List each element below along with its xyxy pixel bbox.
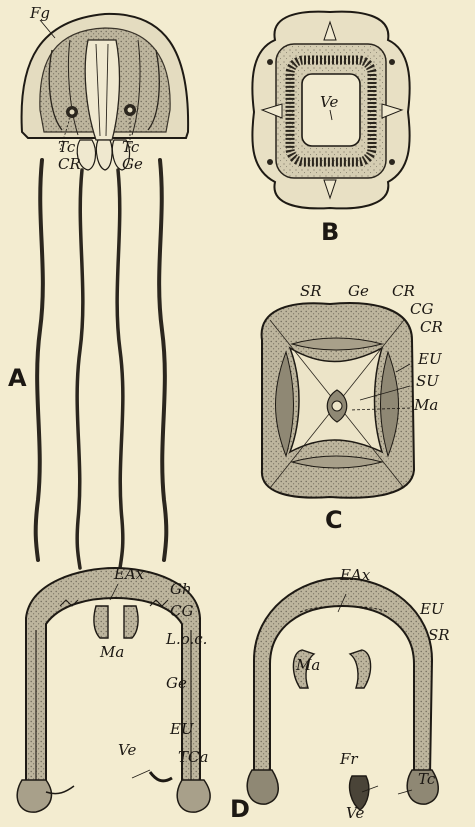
label-c-cr-side: CR bbox=[420, 320, 443, 335]
figure-letter-c: C bbox=[325, 508, 343, 532]
label-dl-loc: L.o.c. bbox=[166, 632, 207, 647]
label-a-fg: Fg bbox=[30, 6, 50, 21]
label-b-ve: Ve bbox=[320, 95, 338, 110]
tentacle-4 bbox=[159, 160, 166, 560]
label-c-ma: Ma bbox=[414, 398, 438, 413]
tentacle-3 bbox=[117, 170, 123, 568]
label-c-su: SU bbox=[416, 374, 439, 389]
label-a-tc-right: Tc bbox=[122, 140, 139, 155]
label-dl-ve: Ve bbox=[118, 743, 136, 758]
left-tentacle-base-r bbox=[177, 780, 210, 812]
figure-letter-d: D bbox=[230, 797, 250, 821]
label-a-cr: CR bbox=[58, 157, 81, 172]
label-a-ge: Ge bbox=[122, 157, 143, 172]
label-dr-ma: Ma bbox=[296, 658, 320, 673]
left-velum bbox=[150, 772, 172, 781]
label-dr-tc: Tc bbox=[418, 772, 435, 787]
figure-c-section bbox=[262, 303, 414, 498]
label-c-eu: EU bbox=[418, 352, 442, 367]
label-dl-ge: Ge bbox=[166, 676, 187, 691]
label-c-ge: Ge bbox=[348, 284, 369, 299]
figure-d-right-section bbox=[247, 578, 438, 810]
label-dl-ma: Ma bbox=[100, 645, 124, 660]
label-c-cg: CG bbox=[410, 302, 433, 317]
tentacle-2 bbox=[77, 170, 83, 568]
right-tentacle-base-l bbox=[247, 770, 278, 804]
label-dr-eu: EU bbox=[420, 602, 444, 617]
label-dr-fr: Fr bbox=[340, 752, 358, 767]
label-dr-ve: Ve bbox=[346, 806, 364, 821]
label-dr-sr: SR bbox=[428, 628, 450, 643]
tentacle-1 bbox=[36, 160, 43, 560]
left-tentacle-base-l bbox=[17, 780, 51, 812]
label-c-sr: SR bbox=[300, 284, 322, 299]
label-dl-eu: EU bbox=[170, 722, 194, 737]
figure-letter-b: B bbox=[321, 220, 339, 244]
label-dl-cg: CG bbox=[170, 604, 193, 619]
label-dr-eax: EAx bbox=[340, 568, 370, 583]
label-dl-tca: TCa bbox=[178, 750, 208, 765]
right-bell-wall bbox=[254, 578, 432, 775]
label-c-cr-top: CR bbox=[392, 284, 415, 299]
figure-letter-a: A bbox=[8, 366, 27, 390]
label-dl-eax: EAx bbox=[114, 567, 144, 582]
figure-a-medusa bbox=[22, 14, 189, 568]
label-a-tc-left: Tc bbox=[58, 140, 75, 155]
label-dl-gh: Gh bbox=[170, 582, 192, 597]
